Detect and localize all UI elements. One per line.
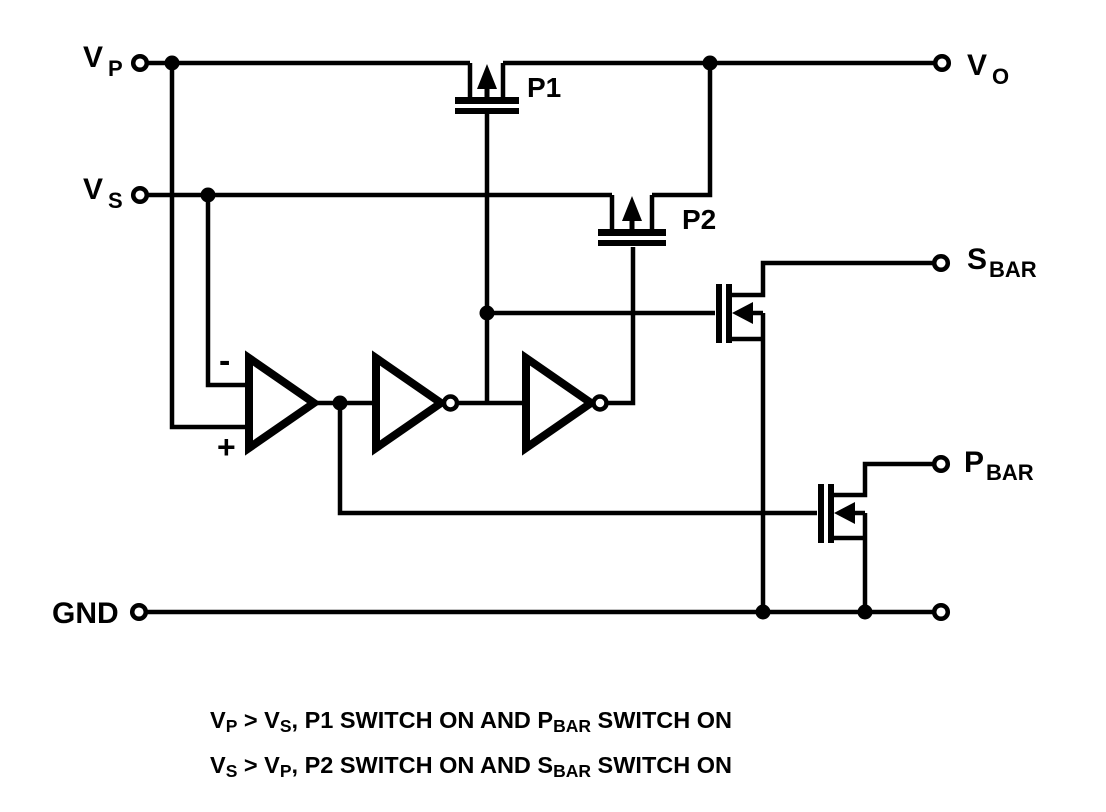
- vs-to-minus-input: [205, 195, 247, 388]
- p2-pmos-transistor: [598, 195, 666, 246]
- inverter2-to-p2-gate-wire: [608, 247, 636, 406]
- sbar-source-wire: [728, 310, 766, 612]
- junction-dot: [702, 55, 718, 71]
- pbar-label-sub: BAR: [986, 460, 1034, 485]
- caption-text: V: [210, 707, 226, 733]
- caption-text: SWITCH ON: [591, 752, 733, 778]
- vp-terminal-circle: [130, 53, 150, 73]
- caption-text: , P1 SWITCH ON AND P: [291, 707, 554, 733]
- comparator: - +: [217, 342, 322, 465]
- p1-label: P1: [527, 72, 561, 103]
- pbar-nmos-transistor: [818, 484, 855, 543]
- pbar-drain-wire: [830, 461, 935, 498]
- pbar-body-arrow-icon: [834, 502, 855, 524]
- comparator-plus-label: +: [217, 429, 236, 465]
- sbar-terminal-circle: [931, 253, 951, 273]
- caption-subscript: BAR: [553, 716, 592, 736]
- vp-label: V: [83, 41, 103, 74]
- junction-dot: [857, 604, 873, 620]
- junction-dot: [479, 305, 495, 321]
- caption: VP > VS, P1 SWITCH ON AND PBAR SWITCH ON…: [210, 701, 732, 791]
- inverter-1-triangle: [372, 350, 449, 456]
- comparator-minus-label: -: [219, 342, 230, 380]
- gnd-label: GND: [52, 597, 119, 630]
- caption-subscript: P: [279, 761, 292, 781]
- sbar-nmos-transistor: [716, 284, 753, 343]
- caption-line-1: VP > VS, P1 SWITCH ON AND PBAR SWITCH ON: [210, 701, 732, 746]
- vs-label: V: [83, 173, 103, 206]
- labels: V P V S V O S BAR P BAR GND P1 P2: [52, 41, 1037, 630]
- p1-body-arrow-icon: [477, 64, 497, 89]
- junction-dot: [332, 395, 348, 411]
- sbar-label-sub: BAR: [989, 257, 1037, 282]
- pbar-terminal-circle: [931, 454, 951, 474]
- caption-subscript: P: [225, 716, 238, 736]
- sbar-body-arrow-icon: [732, 302, 753, 324]
- p2-drain-to-vo: [652, 63, 713, 198]
- gnd-right-terminal-circle: [931, 602, 951, 622]
- vp-to-plus-input: [169, 63, 247, 430]
- caption-line-2: VS > VP, P2 SWITCH ON AND SBAR SWITCH ON: [210, 746, 732, 791]
- caption-text: > V: [237, 752, 280, 778]
- vp-label-sub: P: [108, 56, 123, 81]
- vs-label-sub: S: [108, 188, 123, 213]
- vo-label: V: [967, 49, 987, 82]
- p1-pmos-transistor: [455, 63, 519, 114]
- terminal-circles: [129, 53, 952, 622]
- inverter-2: [522, 350, 609, 456]
- caption-text: V: [210, 752, 226, 778]
- vo-label-sub: O: [992, 64, 1009, 89]
- junction-dots: [164, 55, 873, 620]
- caption-text: > V: [237, 707, 280, 733]
- caption-subscript: BAR: [553, 761, 592, 781]
- pbar-source-wire: [830, 510, 868, 612]
- sbar-label: S: [967, 243, 987, 276]
- junction-dot: [755, 604, 771, 620]
- inverter-2-bubble: [591, 394, 609, 412]
- p2-label: P2: [682, 204, 716, 235]
- p2-body-arrow-icon: [622, 196, 642, 221]
- caption-text: SWITCH ON: [591, 707, 733, 733]
- pbar-label: P: [964, 446, 984, 479]
- vs-terminal-circle: [130, 185, 150, 205]
- inverter-1-bubble: [441, 394, 460, 412]
- junction-dot: [200, 187, 216, 203]
- gnd-left-terminal-circle: [129, 602, 149, 622]
- caption-text: , P2 SWITCH ON AND S: [291, 752, 554, 778]
- pbar-gate-wire: [337, 403, 817, 516]
- inverter-2-triangle: [522, 350, 599, 456]
- vo-terminal-circle: [932, 53, 952, 73]
- comparator-triangle: [245, 350, 322, 456]
- caption-subscript: S: [225, 761, 238, 781]
- junction-dot: [164, 55, 180, 71]
- inverter-1: [372, 350, 460, 456]
- caption-subscript: S: [279, 716, 292, 736]
- sbar-drain-wire: [728, 260, 935, 298]
